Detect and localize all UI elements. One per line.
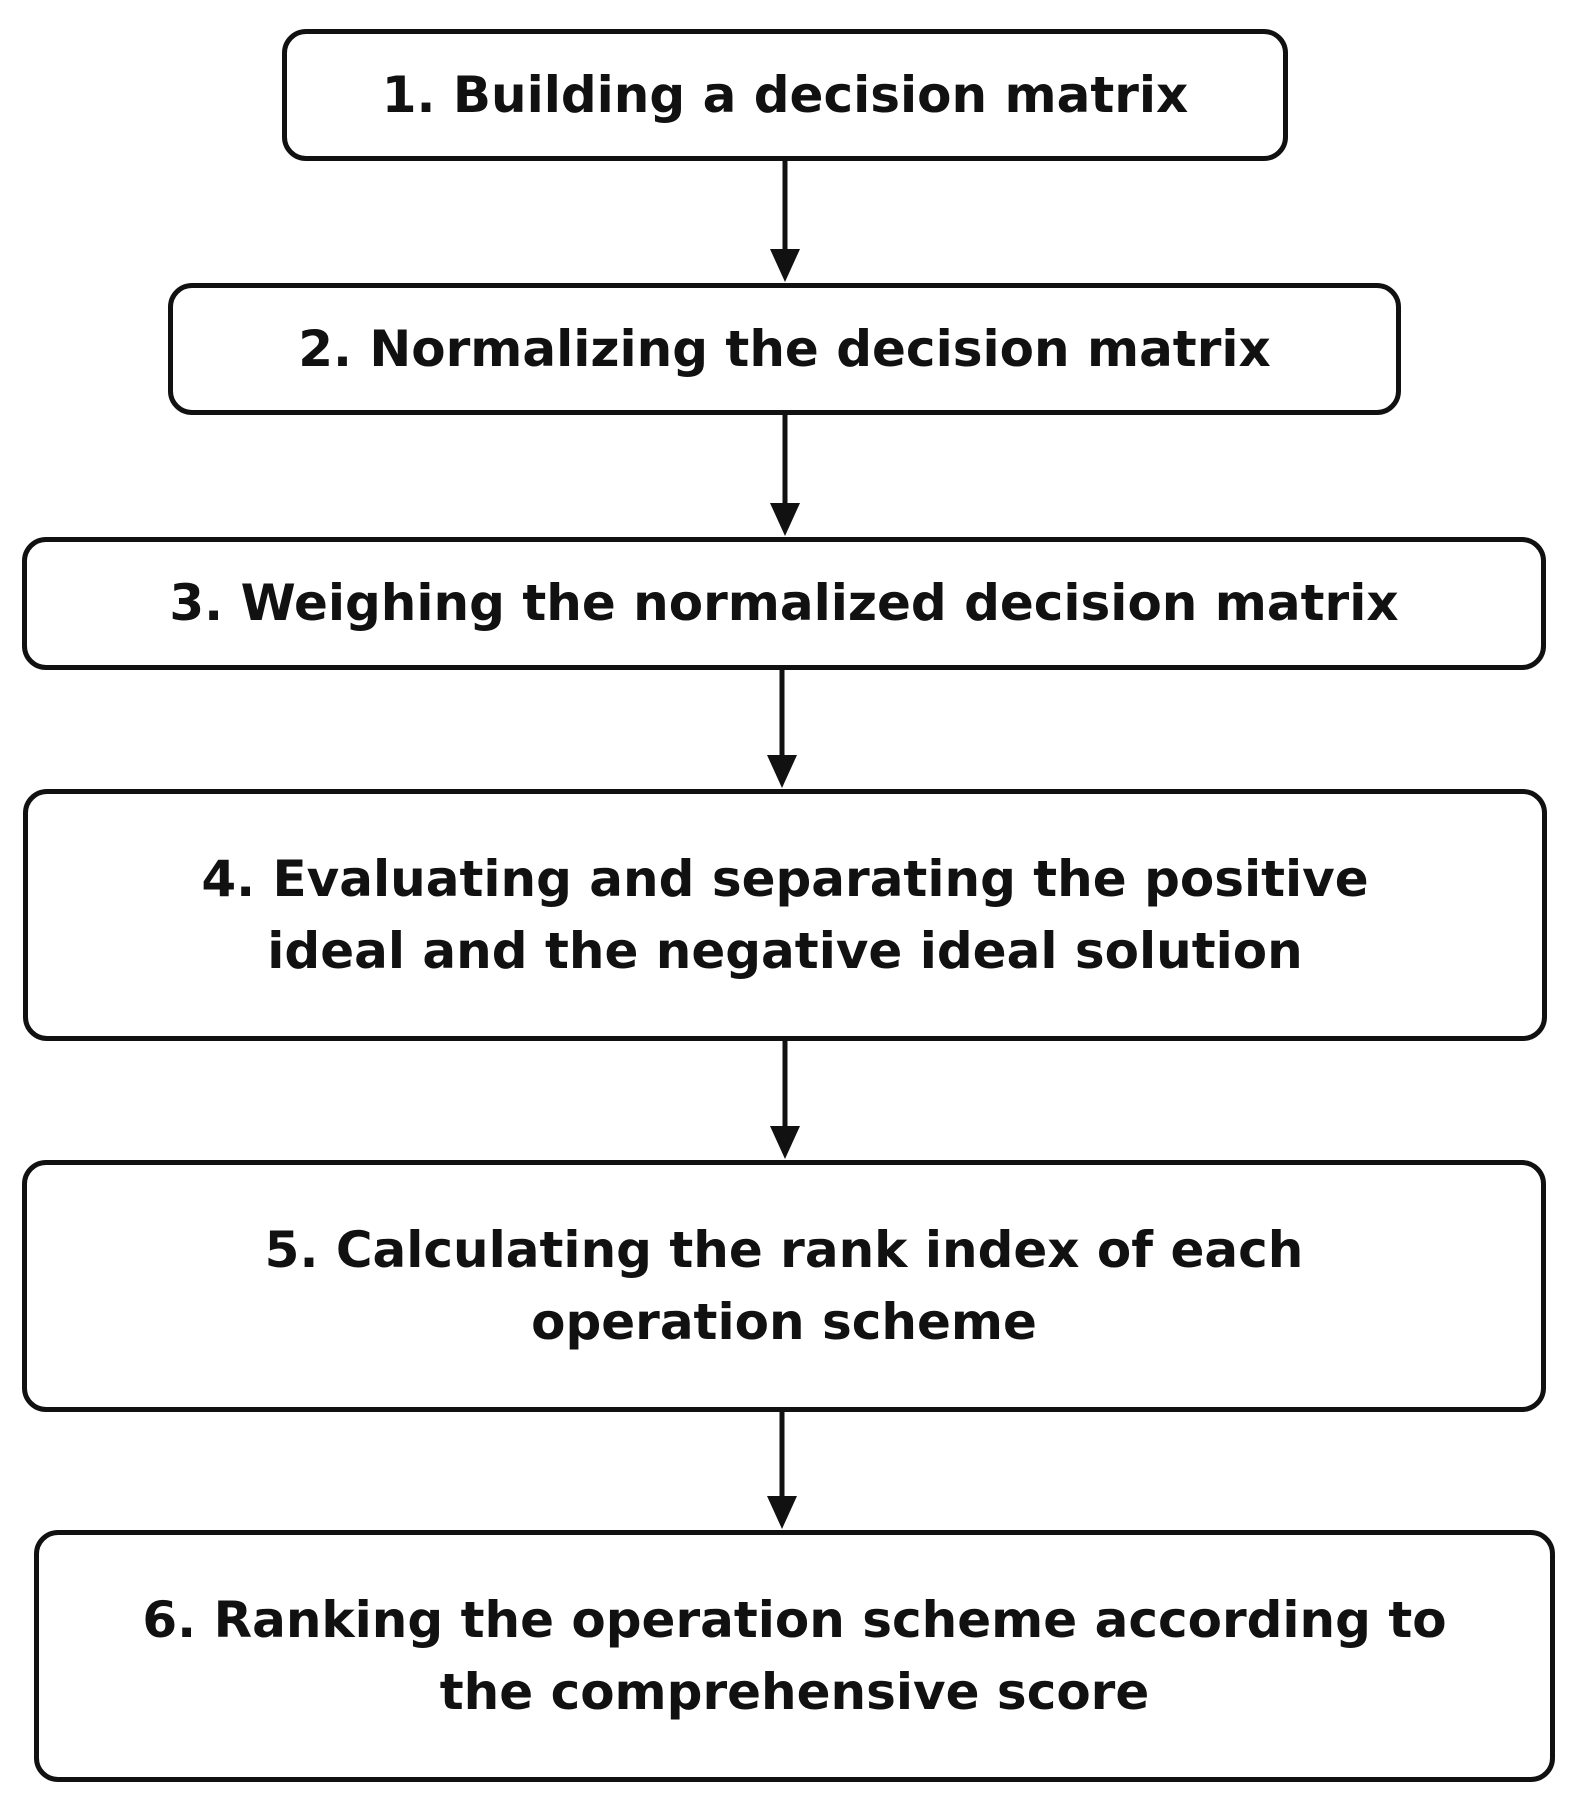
- step-2-label: 2. Normalizing the decision matrix: [298, 319, 1271, 378]
- arrow-3-to-4: [767, 670, 797, 788]
- step-1-label: 1. Building a decision matrix: [381, 65, 1189, 124]
- arrow-2-to-3: [770, 415, 800, 536]
- step-3-box: 3. Weighing the normalized decision matr…: [22, 537, 1546, 670]
- step-5-label: 5. Calculating the rank index of each op…: [264, 1220, 1304, 1352]
- step-4-label: 4. Evaluating and separating the positiv…: [201, 849, 1369, 981]
- step-3-label: 3. Weighing the normalized decision matr…: [169, 574, 1399, 633]
- step-4-box: 4. Evaluating and separating the positiv…: [23, 789, 1547, 1041]
- arrow-5-to-6: [767, 1412, 797, 1529]
- step-6-box: 6. Ranking the operation scheme accordin…: [34, 1530, 1555, 1782]
- step-2-box: 2. Normalizing the decision matrix: [168, 283, 1401, 415]
- step-6-label: 6. Ranking the operation scheme accordin…: [142, 1590, 1447, 1722]
- arrow-4-to-5: [770, 1041, 800, 1159]
- step-5-box: 5. Calculating the rank index of each op…: [22, 1160, 1546, 1412]
- arrow-1-to-2: [770, 161, 800, 282]
- step-1-box: 1. Building a decision matrix: [282, 29, 1288, 161]
